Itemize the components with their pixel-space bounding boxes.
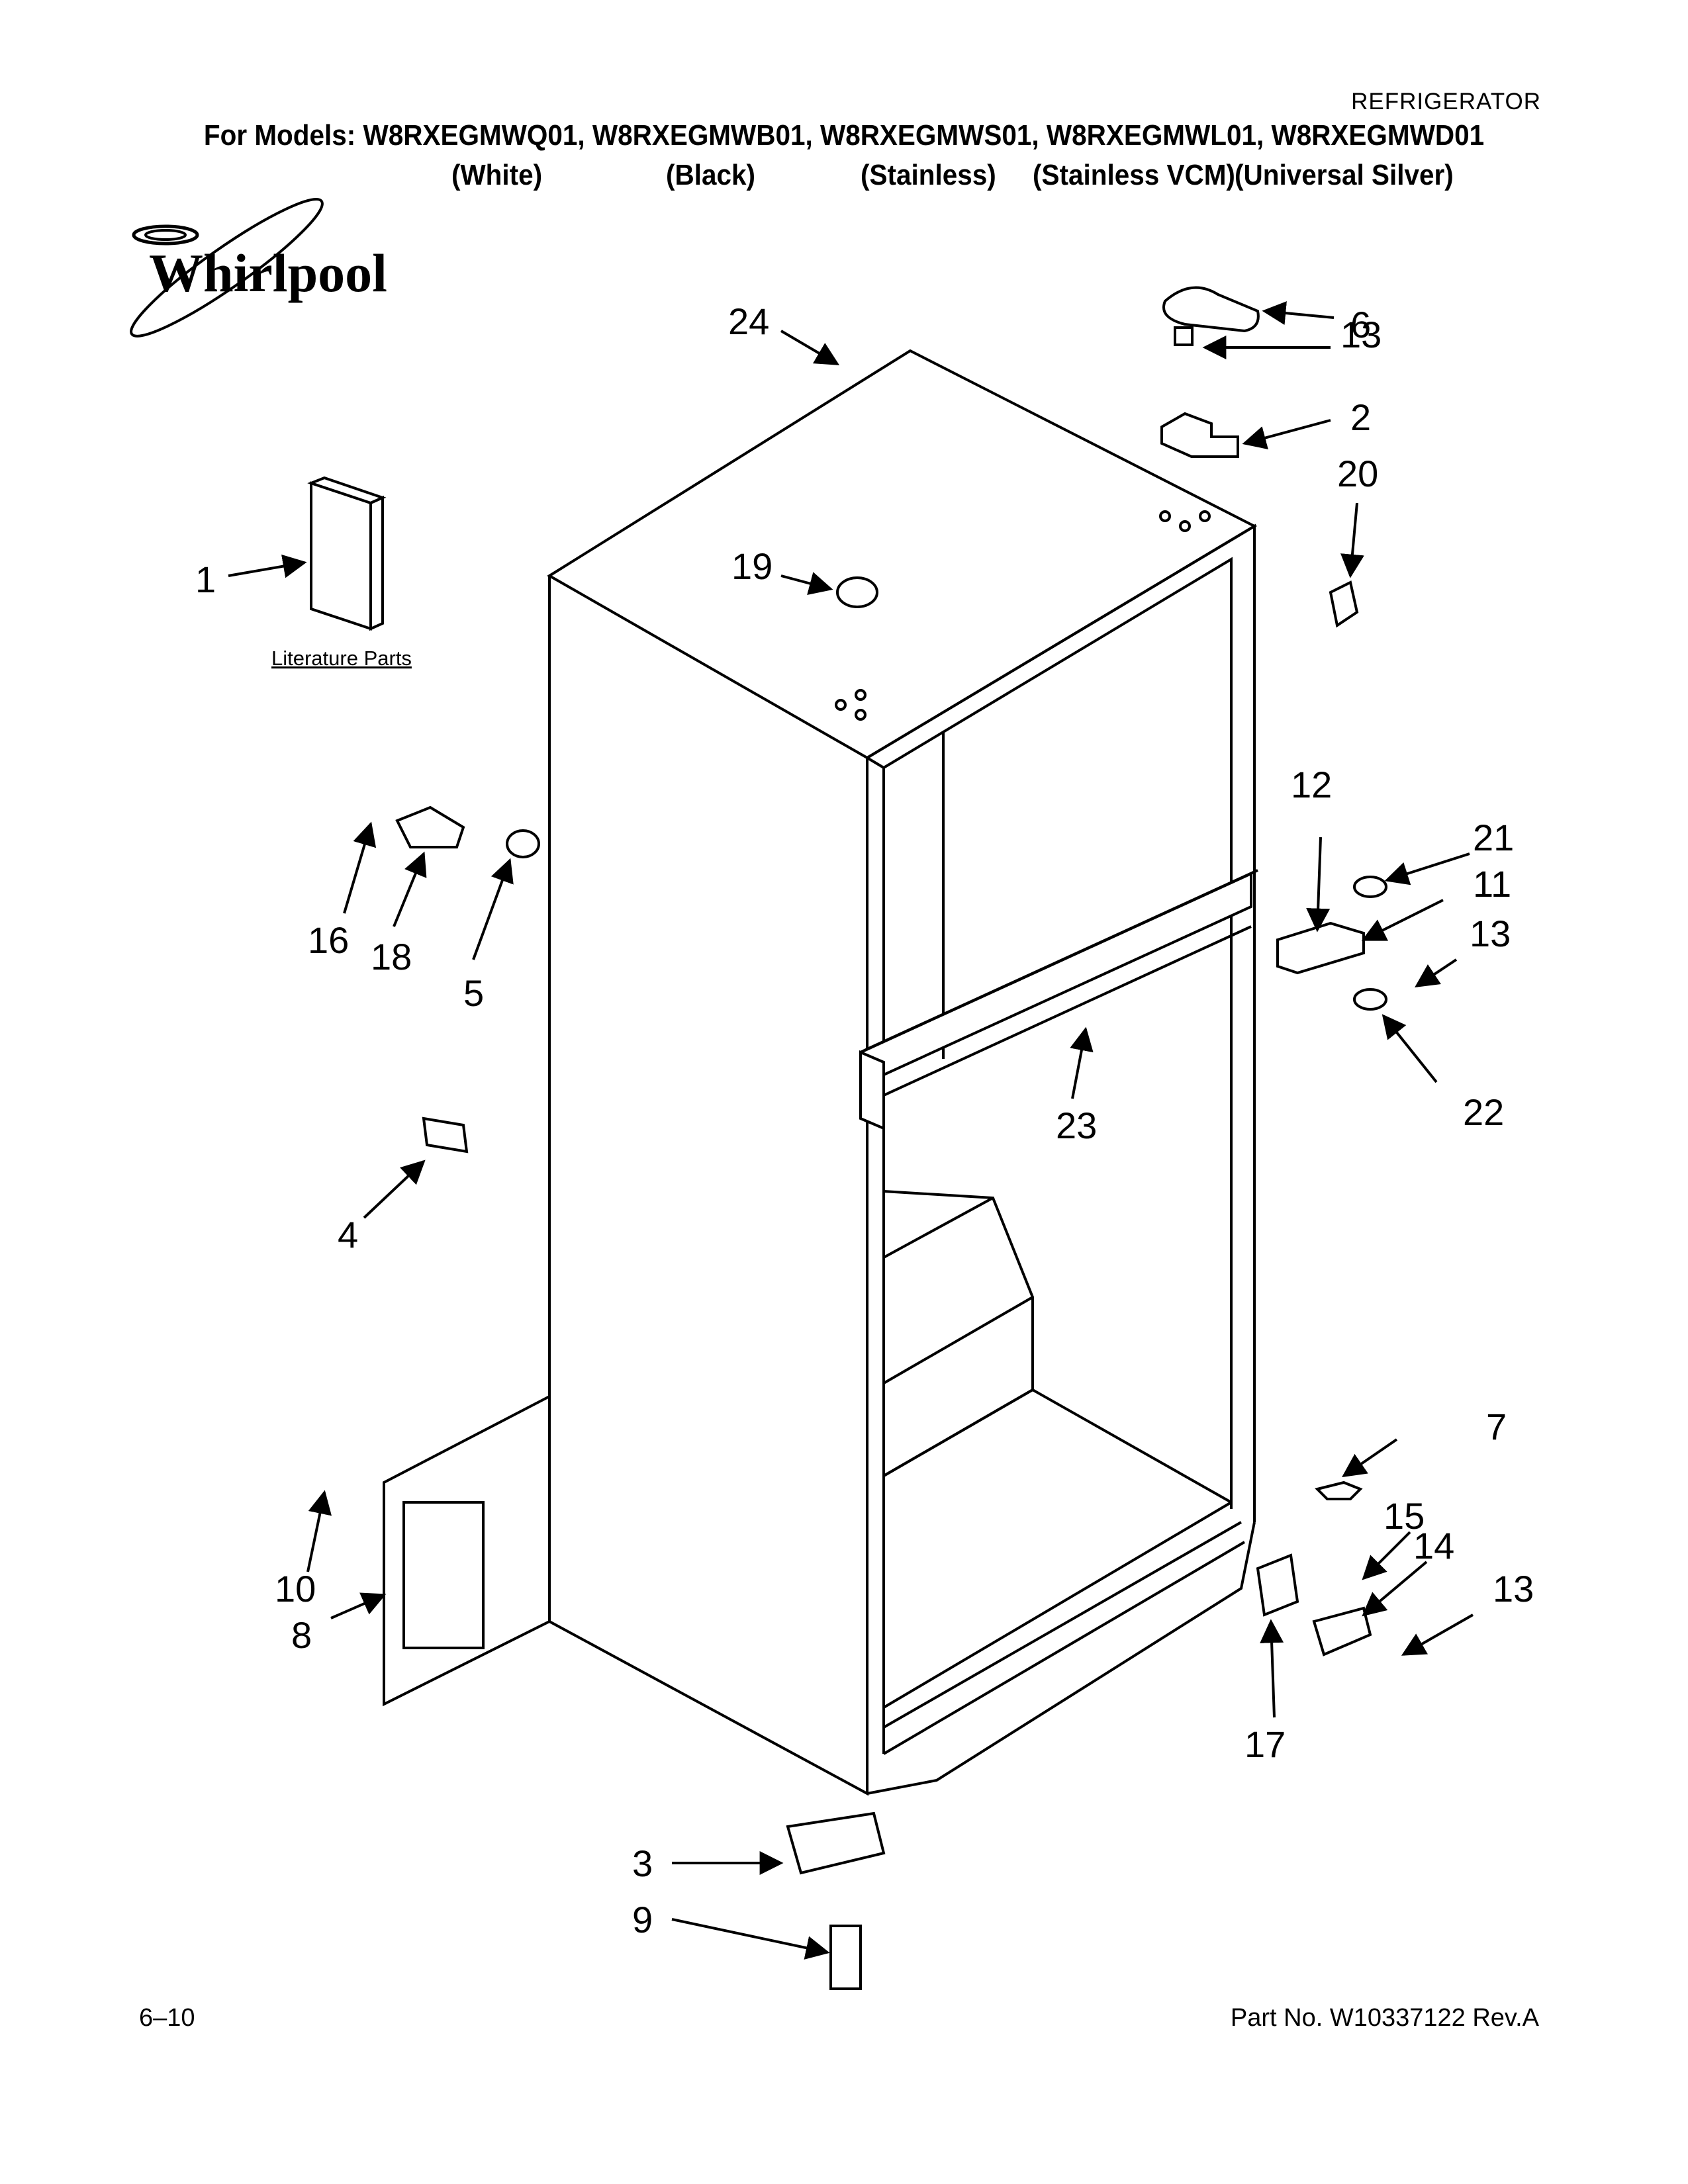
callout-14: 14 (1413, 1525, 1454, 1567)
callout-6: 6 (1350, 304, 1371, 345)
misc-hardware-parts (395, 576, 1387, 1990)
callout-numbers: 1 2 3 4 5 6 7 8 9 10 11 12 13 13 13 13 1… (195, 300, 1534, 1940)
category-label: REFRIGERATOR (1351, 89, 1541, 114)
callout-4: 4 (338, 1214, 358, 1255)
callout-3: 3 (632, 1843, 653, 1884)
callout-13-top: 13 (1340, 314, 1382, 355)
callout-5: 5 (463, 972, 484, 1014)
callout-20: 20 (1337, 453, 1378, 494)
callout-13-bottom: 13 (1493, 1568, 1534, 1610)
color-stainless: (Stainless) (861, 159, 996, 191)
date-code: 6–10 (139, 2004, 195, 2032)
models-line: For Models: W8RXEGMWQ01, W8RXEGMWB01, W8… (203, 119, 1485, 152)
color-black: (Black) (666, 159, 755, 191)
callout-15: 15 (1383, 1495, 1425, 1537)
color-white: (White) (451, 159, 543, 191)
callout-18: 18 (371, 936, 412, 978)
callout-12: 12 (1291, 764, 1332, 805)
literature-book-part (307, 476, 387, 631)
whirlpool-logo: Whirlpool (130, 198, 387, 338)
part-number: Part No. W10337122 Rev.A (1230, 2004, 1539, 2032)
callout-1: 1 (195, 559, 216, 600)
color-stainless-vcm: (Stainless VCM) (1033, 159, 1235, 191)
callout-9: 9 (632, 1899, 653, 1940)
callout-21: 21 (1473, 817, 1514, 858)
back-access-panel (383, 1394, 551, 1707)
callout-8: 8 (291, 1614, 312, 1656)
literature-parts-label: Literature Parts (271, 647, 412, 670)
refrigerator-cabinet (547, 349, 1258, 1796)
callout-23: 23 (1056, 1105, 1097, 1146)
callout-19: 19 (731, 545, 773, 587)
divider-rail-part (859, 869, 1258, 1131)
callout-22: 22 (1463, 1091, 1504, 1133)
leader-lines (228, 301, 1474, 1960)
callout-2: 2 (1350, 396, 1371, 438)
callout-10: 10 (275, 1568, 316, 1610)
callout-11: 11 (1473, 863, 1511, 905)
callout-16: 16 (308, 919, 349, 961)
callout-24: 24 (728, 300, 769, 342)
logo-wordmark: Whirlpool (149, 243, 387, 303)
callout-7: 7 (1486, 1406, 1507, 1447)
color-universal-silver: (Universal Silver) (1235, 159, 1454, 191)
callout-17: 17 (1244, 1723, 1286, 1765)
callout-13-middle: 13 (1470, 913, 1511, 954)
top-hinge-assembly (1160, 286, 1260, 458)
